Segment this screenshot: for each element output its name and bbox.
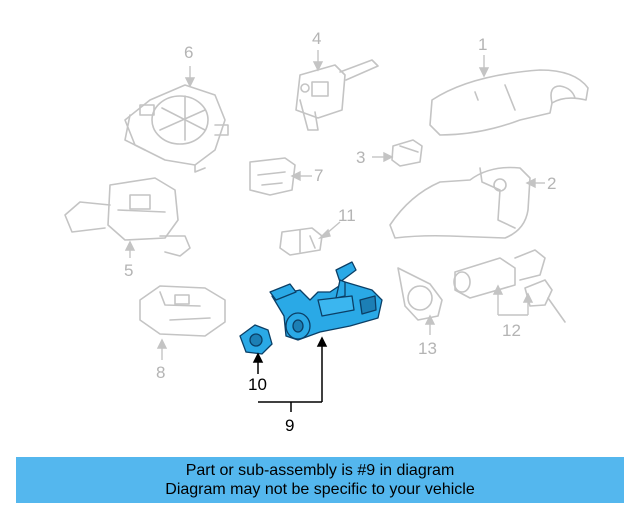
callout-9: 9 [285,416,295,435]
callout-2: 2 [547,174,557,193]
part-2-ghost [389,166,531,239]
part-12-ghost [453,249,566,323]
part-5-ghost [64,177,191,257]
callout-3: 3 [356,148,366,167]
parts-diagram [64,50,589,412]
part-1-ghost [429,69,589,136]
callout-8: 8 [156,363,166,382]
callout-1: 1 [478,35,488,54]
callout-10: 10 [248,375,267,394]
part-11-ghost [279,227,323,256]
info-banner: Part or sub-assembly is #9 in diagram Di… [16,457,624,503]
part-6-ghost [124,84,229,173]
part-3-ghost [391,139,423,167]
callout-11: 11 [338,206,356,225]
callout-4: 4 [312,29,322,48]
callout-5: 5 [124,261,134,280]
part-7-ghost [249,157,296,196]
part-8-ghost [139,285,226,337]
banner-line-1: Part or sub-assembly is #9 in diagram [185,462,455,479]
part-10-highlight [239,324,273,355]
part-13-ghost [397,267,443,321]
part-9-highlight [269,261,383,341]
callout-6: 6 [184,43,194,62]
banner-line-2: Diagram may not be specific to your vehi… [165,481,475,498]
part-4-ghost [295,59,379,131]
callout-7: 7 [314,166,324,185]
callout-12: 12 [502,321,521,340]
callout-13: 13 [418,339,437,358]
